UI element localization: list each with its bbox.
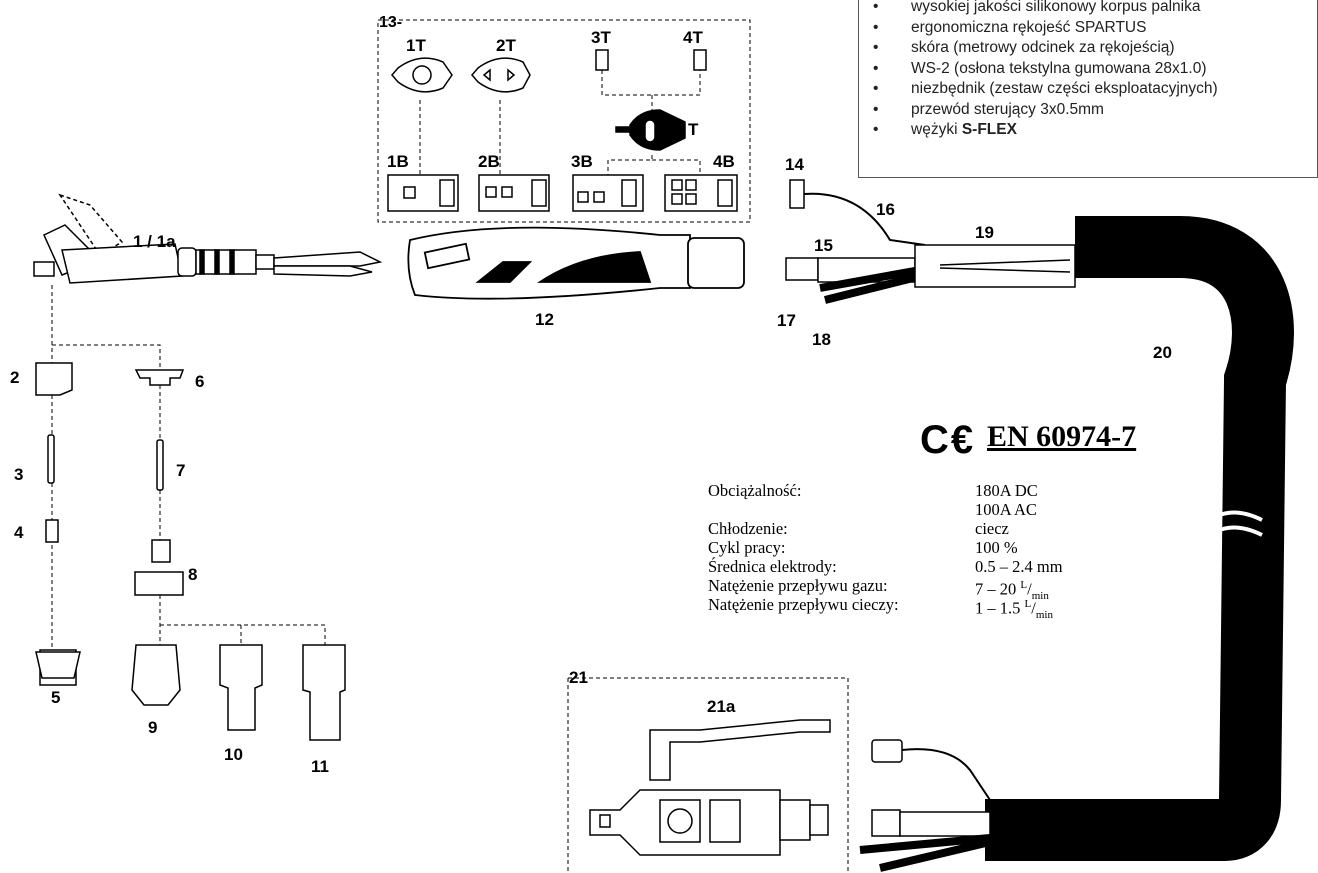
label-switch-1t: 1T: [406, 36, 426, 55]
switch-boards: [387, 174, 738, 212]
label-board-2b: 2B: [478, 152, 500, 171]
label-board-3b: 3B: [571, 152, 593, 171]
label-part-3: 3: [14, 465, 24, 484]
torch-head: [33, 193, 383, 284]
coupler: [589, 719, 831, 856]
feature-item: •wysokiej jakości silikonowy korpus paln…: [873, 0, 1201, 15]
label-part-19: 19: [975, 223, 994, 242]
feature-item: •przewód sterujący 3x0.5mm: [873, 100, 1104, 118]
spec-electrode-value: 0.5 – 2.4 mm: [975, 557, 1063, 576]
label-part-21: 21: [569, 668, 588, 687]
handle: [407, 226, 745, 300]
spec-electrode-label: Średnica elektrody:: [708, 557, 837, 576]
spec-duty-label: Cykl pracy:: [708, 538, 786, 557]
hose-connectors: [785, 179, 1076, 304]
label-part-7: 7: [176, 461, 186, 480]
hose-ends: [859, 739, 991, 872]
label-part-11: 11: [311, 757, 329, 776]
label-part-8: 8: [188, 565, 198, 584]
label-part-20: 20: [1153, 343, 1172, 362]
label-part-12: 12: [535, 310, 554, 329]
main-hose: [985, 216, 1294, 861]
spec-gas-value: 7 – 20 L/min: [975, 579, 1049, 602]
switches: [391, 49, 707, 151]
label-part-5: 5: [51, 688, 61, 707]
feature-item: •wężyki S-FLEX: [873, 121, 1017, 138]
label-switch-3t: 3T: [591, 28, 611, 47]
label-part-18: 18: [812, 330, 831, 349]
standard-label: EN 60974-7: [987, 420, 1137, 453]
spec-gas-label: Natężenie przepływu gazu:: [708, 576, 888, 595]
spec-liquid-label: Natężenie przepływu cieczy:: [708, 595, 899, 614]
label-part-14: 14: [785, 155, 804, 174]
features-box: •wysokiej jakości silikonowy korpus paln…: [858, 0, 1318, 178]
label-part-17: 17: [777, 311, 796, 330]
label-switch-4t: 4T: [683, 28, 703, 47]
label-part-21a: 21a: [707, 697, 736, 716]
label-part-9: 9: [148, 718, 158, 737]
feature-item: •skóra (metrowy odcinek za rękojeścią): [873, 39, 1175, 56]
label-switch-t: T: [688, 120, 699, 139]
spec-load-ac: 100A AC: [975, 500, 1037, 519]
feature-item: •WS-2 (osłona tekstylna gumowana 28x1.0): [873, 59, 1207, 77]
ce-mark: C€: [920, 418, 976, 462]
spec-cooling-label: Chłodzenie:: [708, 519, 788, 538]
label-part-6: 6: [195, 372, 205, 391]
dashed-connectors: [51, 19, 849, 873]
spec-duty-value: 100 %: [975, 538, 1018, 557]
label-switch-2t: 2T: [496, 36, 516, 55]
spec-liquid-value: 1 – 1.5 L/min: [975, 598, 1053, 621]
feature-item: •ergonomiczna rękojeść SPARTUS: [873, 18, 1147, 36]
consumables: [35, 362, 346, 741]
label-board-1b: 1B: [387, 152, 409, 171]
label-part-1: 1 / 1a: [133, 232, 176, 251]
label-part-16: 16: [876, 200, 895, 219]
spec-load-dc: 180A DC: [975, 481, 1038, 500]
label-part-4: 4: [14, 523, 24, 542]
label-part-15: 15: [814, 236, 833, 255]
label-part-10: 10: [224, 745, 243, 764]
hose-break-mark: [1208, 510, 1263, 537]
label-part-2: 2: [10, 368, 20, 387]
label-board-4b: 4B: [713, 152, 735, 171]
label-part-13: 13-: [379, 14, 403, 31]
spec-load-label: Obciążalność:: [708, 481, 802, 500]
feature-item: •niezbędnik (zestaw części eksploatacyjn…: [873, 80, 1218, 97]
spec-cooling-value: ciecz: [975, 519, 1009, 538]
